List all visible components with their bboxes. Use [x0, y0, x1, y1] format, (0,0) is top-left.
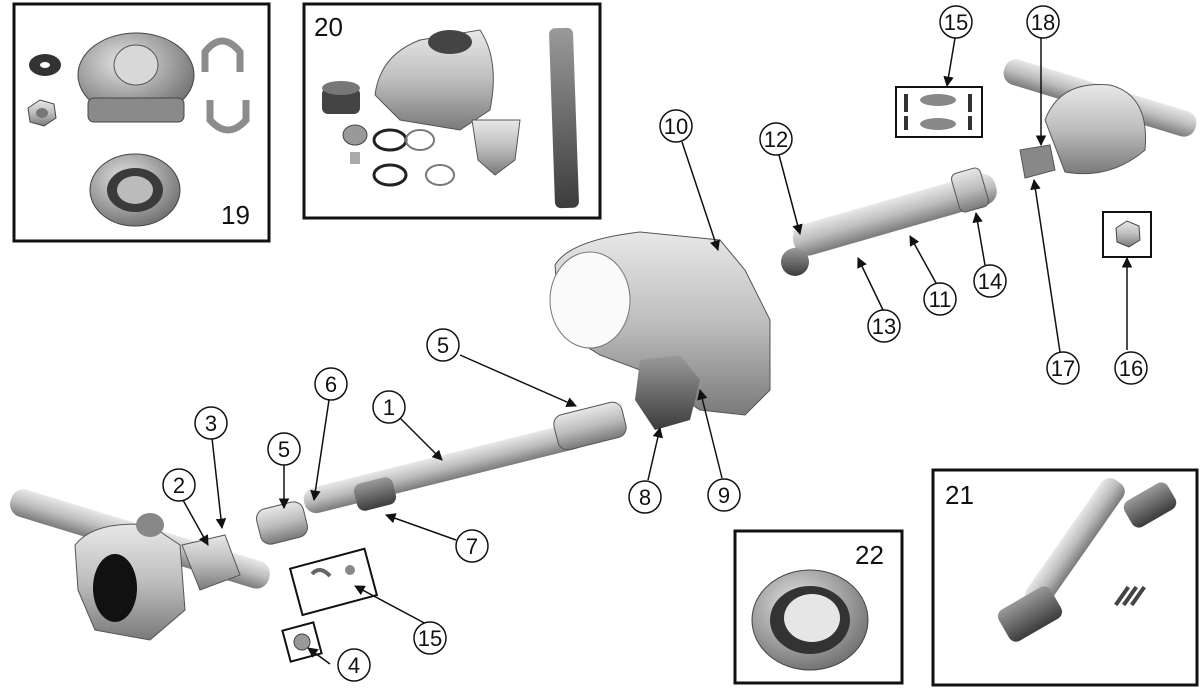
- svg-text:12: 12: [764, 127, 788, 152]
- box-20-output-kit: 20: [302, 2, 602, 220]
- callout-11: 11: [923, 282, 957, 316]
- nut-part: [27, 99, 57, 127]
- svg-text:16: 16: [1119, 356, 1143, 381]
- washer-part: [29, 54, 61, 76]
- extension-housing-part: [374, 29, 494, 131]
- callout-16: 16: [1114, 351, 1148, 385]
- svg-text:6: 6: [325, 372, 337, 397]
- boot-part: [353, 477, 397, 511]
- callout-1: 1: [372, 390, 406, 424]
- yoke-flange-part: [77, 32, 195, 123]
- small-yoke-part: [471, 119, 521, 176]
- svg-text:10: 10: [664, 114, 688, 139]
- svg-text:4: 4: [348, 653, 360, 678]
- svg-text:1: 1: [383, 395, 395, 420]
- rear-driveshaft-part: [781, 167, 997, 276]
- strap-kit-lower: [288, 547, 379, 617]
- callout-17: 17: [1046, 351, 1080, 385]
- rear-axle-part: [1003, 59, 1197, 179]
- box-19-yoke-kit: 19: [12, 2, 271, 243]
- svg-text:11: 11: [929, 287, 952, 312]
- callout-15-lower: 15: [413, 621, 447, 655]
- bolts-part: [1114, 585, 1146, 607]
- svg-text:18: 18: [1031, 10, 1055, 35]
- rings-parts: [342, 124, 455, 187]
- output-shaft-part: [549, 27, 579, 209]
- box-21-label: 21: [945, 480, 974, 510]
- svg-text:5: 5: [278, 437, 290, 462]
- svg-text:15: 15: [944, 10, 968, 35]
- svg-text:13: 13: [872, 314, 896, 339]
- svg-text:3: 3: [205, 411, 217, 436]
- callout-9: 9: [707, 478, 741, 512]
- callout-6: 6: [314, 367, 348, 401]
- callouts: 1 2 3 4 5 5 6 7 8 9 10 11 12 13 14 15 15…: [162, 5, 1148, 682]
- svg-text:15: 15: [418, 626, 442, 651]
- callout-3: 3: [194, 406, 228, 440]
- callout-10: 10: [659, 109, 693, 143]
- u-bolt-parts: [201, 37, 250, 134]
- strap-kit-top: [895, 86, 983, 138]
- callout-14: 14: [973, 264, 1007, 298]
- callout-4: 4: [337, 648, 371, 682]
- callout-13: 13: [867, 309, 901, 343]
- svg-text:9: 9: [718, 483, 730, 508]
- callout-18: 18: [1026, 5, 1060, 39]
- box-22-seal: 22: [733, 529, 904, 685]
- svg-text:8: 8: [639, 485, 651, 510]
- box-21-driveshaft-assembly: 21: [931, 468, 1199, 687]
- callout-2: 2: [162, 468, 196, 502]
- bushing-part: [322, 81, 360, 114]
- nut-box-16: [1102, 211, 1152, 258]
- callout-5-lower: 5: [267, 432, 301, 466]
- box-19-label: 19: [221, 200, 250, 230]
- nut-box-4: [281, 621, 323, 663]
- transfer-case-part: [549, 231, 771, 430]
- callout-7: 7: [455, 529, 489, 563]
- callout-15-top: 15: [939, 5, 973, 39]
- box-20-label: 20: [314, 12, 343, 42]
- svg-text:2: 2: [173, 473, 185, 498]
- svg-text:17: 17: [1051, 356, 1075, 381]
- seal-part: [89, 153, 181, 227]
- leader-lines: [182, 37, 1133, 665]
- svg-text:5: 5: [437, 333, 449, 358]
- svg-text:14: 14: [978, 269, 1002, 294]
- svg-text:7: 7: [466, 534, 478, 559]
- callout-5-upper: 5: [426, 328, 460, 362]
- callout-8: 8: [628, 480, 662, 514]
- front-axle-part: [10, 489, 270, 641]
- callout-12: 12: [759, 122, 793, 156]
- front-driveshaft-part: [255, 401, 627, 545]
- box-22-label: 22: [855, 540, 884, 570]
